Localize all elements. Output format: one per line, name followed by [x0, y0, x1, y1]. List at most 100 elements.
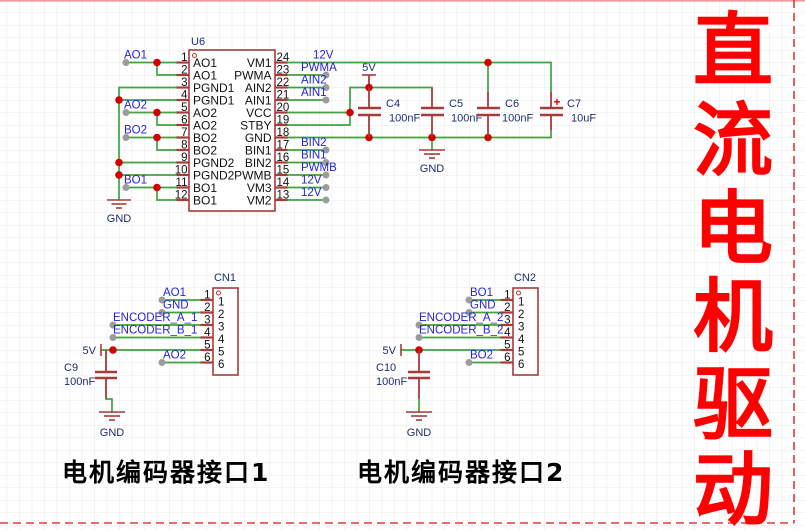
- u6-right-pin-name: VCC: [246, 106, 272, 120]
- ground-symbol-icon[interactable]: [406, 411, 432, 421]
- u6-left-wiring[interactable]: AO1 AO2 BO2 BO1 GND: [107, 50, 177, 226]
- net-port-dot[interactable]: [109, 334, 117, 341]
- wire-bin-pwmb-vm[interactable]: [287, 149, 327, 201]
- connector-pin-number: 2: [504, 302, 510, 314]
- connector-pin-number: 5: [504, 340, 510, 352]
- capacitor-c5[interactable]: [421, 87, 444, 138]
- u6-left-pin-number: 5: [181, 102, 187, 114]
- junction-dot: [153, 133, 161, 142]
- net-port-dot[interactable]: [322, 184, 330, 191]
- capacitor-c4[interactable]: [358, 87, 381, 138]
- net-port-dot[interactable]: [158, 309, 166, 316]
- u6-left-pin-name: AO2: [193, 106, 217, 120]
- net-port-dot[interactable]: [322, 171, 330, 179]
- net-port-dot[interactable]: [122, 134, 130, 141]
- junction-dot: [153, 58, 161, 67]
- net-port-dot[interactable]: [122, 184, 130, 191]
- u6-body[interactable]: [188, 49, 276, 212]
- net-port-dot[interactable]: [322, 159, 330, 166]
- title-char: 动: [693, 444, 773, 530]
- u6-left-pin-name: AO2: [193, 119, 217, 133]
- u6-right-pin-name: BIN2: [245, 156, 272, 170]
- capacitor-c10[interactable]: [408, 350, 430, 399]
- net-port-dot[interactable]: [122, 59, 130, 66]
- net-label-pwmb: PWMB: [301, 162, 337, 174]
- ground-symbol-icon[interactable]: [419, 149, 445, 159]
- u6-right-wiring[interactable]: 12V PWMA AIN2 AIN1 BIN2 BIN1 PWMB 12V 12…: [287, 50, 596, 204]
- u6-right-pin-number: 21: [277, 90, 290, 102]
- wire-gnd-rail[interactable]: [287, 129, 552, 139]
- cn2-body[interactable]: [512, 287, 539, 376]
- u6-left-pin-number: 6: [181, 115, 187, 127]
- net-label: ENCODER_B_2: [419, 325, 503, 337]
- wire-c9-gnd[interactable]: [105, 398, 113, 413]
- c4-value: 100nF: [389, 113, 420, 125]
- net-port-dot[interactable]: [322, 146, 330, 154]
- net-port-dot[interactable]: [158, 359, 166, 366]
- wire-5v-vcc-stby[interactable]: [287, 86, 433, 126]
- net-port-dot[interactable]: [322, 71, 330, 79]
- net-label-bin1: BIN1: [301, 150, 327, 162]
- u6-left-pin-number: 12: [175, 190, 188, 202]
- c10-designator: C10: [376, 362, 396, 374]
- cn1-wires[interactable]: [100, 299, 201, 364]
- connector-pin-name: 3: [518, 322, 524, 334]
- u6-right-pin-name: GND: [245, 131, 272, 145]
- cn2-wires[interactable]: [400, 299, 501, 364]
- net-label-ain2: AIN2: [301, 75, 327, 87]
- u6-right-pin-name: VM2: [247, 194, 272, 208]
- u6-right-pin-number: 19: [277, 115, 290, 127]
- net-label: ENCODER_A_2: [419, 312, 503, 324]
- section-caption-encoder-1: 电机编码器接口1: [62, 458, 270, 487]
- capacitor-c7[interactable]: [540, 92, 563, 130]
- title-char: 电: [693, 183, 773, 276]
- wire-bo1[interactable]: [125, 186, 177, 201]
- u6-right-pin-number: 16: [277, 152, 290, 164]
- net-port-dot[interactable]: [109, 321, 117, 329]
- connector-pin-number: 1: [204, 290, 210, 302]
- wire-pwma-ain[interactable]: [287, 74, 327, 101]
- net-port-dot[interactable]: [322, 84, 330, 91]
- ground-symbol-icon[interactable]: [99, 411, 125, 421]
- wire-ao1[interactable]: [125, 61, 177, 76]
- net-port-dot[interactable]: [322, 196, 330, 204]
- cn1-body[interactable]: [212, 287, 239, 376]
- power-5v-label: 5V: [83, 345, 97, 357]
- u6-right-pin-name: STBY: [240, 119, 271, 133]
- net-port-dot[interactable]: [465, 359, 473, 366]
- junction-dot: [153, 183, 161, 192]
- wire-bo2[interactable]: [125, 136, 177, 151]
- pin1-marker-icon: [216, 290, 221, 296]
- connector-pin-number: 6: [204, 352, 210, 364]
- net-label-ao2: AO2: [124, 100, 147, 112]
- u6-right-pin-name: PWMA: [234, 69, 271, 83]
- u6-left-pin-number: 2: [181, 65, 187, 77]
- net-port-dot[interactable]: [415, 321, 423, 329]
- net-port-dot[interactable]: [122, 109, 130, 116]
- capacitor-c9[interactable]: [95, 350, 117, 399]
- net-port-dot[interactable]: [415, 334, 423, 341]
- capacitor-c6[interactable]: [477, 92, 500, 138]
- net-port-dot[interactable]: [322, 96, 330, 104]
- c10-value: 100nF: [376, 376, 407, 388]
- wire-ao2[interactable]: [125, 111, 177, 126]
- net-label-ain1: AIN1: [301, 87, 327, 99]
- wire-pgnd-bus[interactable]: [118, 86, 177, 200]
- ground-symbol-icon[interactable]: [107, 199, 131, 209]
- pin1-marker-icon: [516, 290, 521, 296]
- net-port-dot[interactable]: [158, 296, 166, 304]
- net-port-dot[interactable]: [465, 296, 473, 304]
- title-char: 机: [693, 271, 773, 364]
- junction-dot: [109, 346, 117, 354]
- title-char: 直: [693, 5, 773, 98]
- u6-right-pin-number: 17: [277, 140, 290, 152]
- connector-pin-name: 5: [518, 347, 524, 359]
- wire-12v-rail[interactable]: [287, 61, 552, 93]
- connector-pin-name: 2: [518, 309, 524, 321]
- net-port-dot[interactable]: [465, 309, 473, 316]
